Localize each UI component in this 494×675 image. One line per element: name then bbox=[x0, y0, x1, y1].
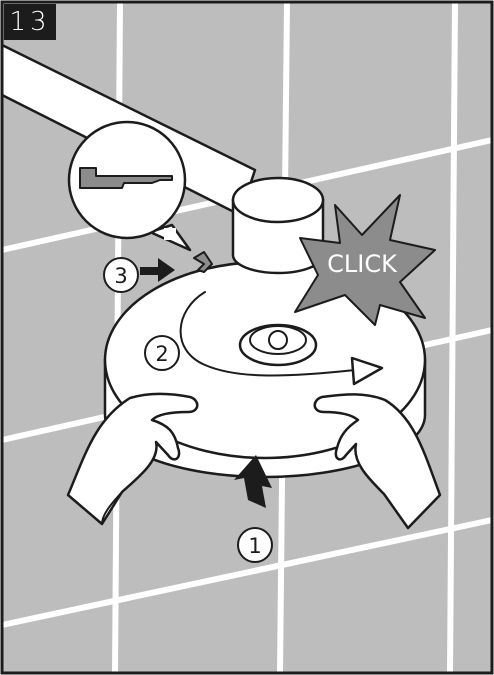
click-label: CLICK bbox=[327, 250, 398, 278]
step-callout-3-label: 3 bbox=[114, 264, 127, 288]
step-callout-1: 1 bbox=[238, 528, 272, 562]
step-callout-3: 3 bbox=[104, 258, 138, 292]
step-callout-2-label: 2 bbox=[155, 342, 168, 366]
center-nut bbox=[240, 325, 316, 365]
step-number-badge: 13 bbox=[4, 4, 56, 40]
step-callout-2: 2 bbox=[145, 336, 179, 370]
step-callout-1-label: 1 bbox=[248, 534, 261, 558]
